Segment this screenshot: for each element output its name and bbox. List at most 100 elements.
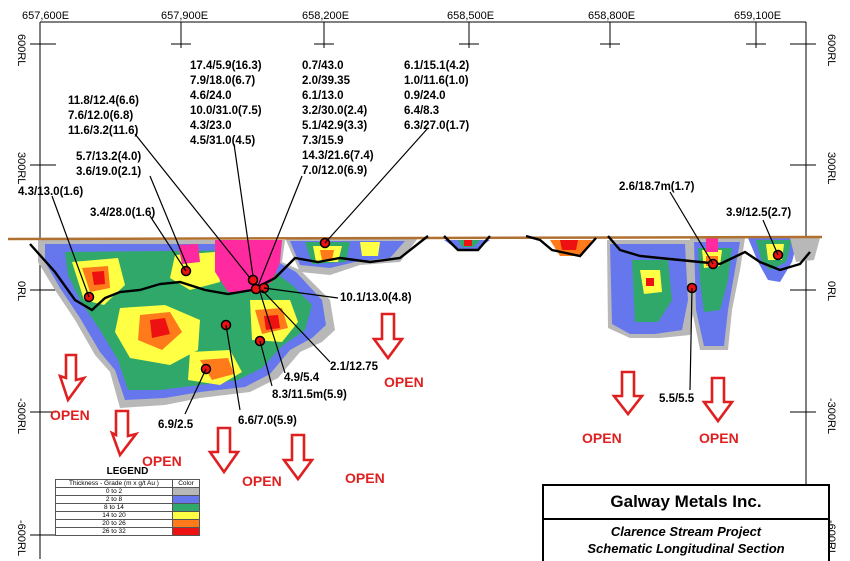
legend-swatch bbox=[172, 495, 200, 504]
grade-label: 7.0/12.0(6.9) bbox=[302, 165, 367, 177]
open-arrow bbox=[611, 370, 645, 417]
intercept-labels: 17.4/5.9(16.3) 7.9/18.0(6.7) 4.6/24.0 10… bbox=[18, 60, 791, 431]
legend-table: Thickness - Grade (m x g/t Au ) Color 0 … bbox=[55, 479, 200, 536]
grade-label: 10.1/13.0(4.8) bbox=[340, 292, 412, 304]
zone-orange-2 bbox=[320, 250, 334, 260]
legend-range: 26 to 32 bbox=[55, 527, 173, 536]
legend-range: 0 to 2 bbox=[55, 487, 173, 496]
open-arrow bbox=[371, 312, 405, 361]
grade-label: 6.3/27.0(1.7) bbox=[404, 120, 469, 132]
grade-label: 3.2/30.0(2.4) bbox=[302, 105, 367, 117]
legend-header-row: Thickness - Grade (m x g/t Au ) Color bbox=[55, 479, 200, 488]
zone-window-a-red bbox=[464, 240, 472, 246]
zone-grey-5 bbox=[790, 238, 820, 262]
topography-surface-line bbox=[7, 235, 823, 241]
rl-label: 300RL bbox=[825, 152, 837, 184]
rl-label: -300RL bbox=[825, 398, 837, 434]
legend-row: 2 to 8 bbox=[55, 495, 200, 504]
legend-title: LEGEND bbox=[106, 466, 149, 477]
grade-label: 4.3/13.0(1.6) bbox=[18, 186, 83, 198]
easting-label: 657,900E bbox=[161, 10, 208, 22]
grade-label: 1.0/11.6(1.0) bbox=[404, 75, 469, 87]
legend-swatch bbox=[172, 487, 200, 496]
grade-label: 4.9/5.4 bbox=[284, 372, 320, 384]
grade-label: 5.5/5.5 bbox=[659, 393, 695, 405]
grade-label: 11.8/12.4(6.6) bbox=[68, 95, 139, 107]
easting-label: 658,800E bbox=[588, 10, 635, 22]
open-arrows bbox=[57, 312, 735, 482]
grade-label: 7.3/15.9 bbox=[302, 135, 344, 147]
grade-label: 6.4/8.3 bbox=[404, 105, 439, 117]
zone-yellow-2b bbox=[360, 242, 380, 256]
grade-label: 5.7/13.2(4.0) bbox=[76, 151, 141, 163]
easting-label: 658,500E bbox=[447, 10, 494, 22]
grade-label: 17.4/5.9(16.3) bbox=[190, 60, 262, 72]
legend-header-color: Color bbox=[172, 479, 200, 488]
open-label: OPEN bbox=[345, 470, 385, 486]
grade-label: 0.9/24.0 bbox=[404, 90, 446, 102]
easting-labels: 657,600E 657,900E 658,200E 658,500E 658,… bbox=[22, 10, 781, 22]
legend-row: 14 to 20 bbox=[55, 511, 200, 520]
grade-label: 3.6/19.0(2.1) bbox=[76, 166, 141, 178]
rl-label: -600RL bbox=[15, 520, 27, 556]
legend-range: 14 to 20 bbox=[55, 511, 173, 520]
section-grid bbox=[30, 21, 816, 559]
legend-row: 8 to 14 bbox=[55, 503, 200, 512]
grade-label: 7.9/18.0(6.7) bbox=[190, 75, 255, 87]
company-name: Galway Metals Inc. bbox=[544, 486, 828, 520]
grade-label: 10.0/31.0(7.5) bbox=[190, 105, 262, 117]
grade-label: 6.1/15.1(4.2) bbox=[404, 60, 469, 72]
zone-red-b bbox=[92, 271, 105, 285]
zone-orange-b bbox=[200, 358, 234, 380]
easting-label: 658,200E bbox=[302, 10, 349, 22]
legend-row: 0 to 2 bbox=[55, 487, 200, 496]
open-arrow bbox=[109, 409, 140, 458]
rl-label: 0RL bbox=[825, 281, 837, 301]
legend-swatch bbox=[172, 527, 200, 536]
zone-pink-4 bbox=[706, 238, 718, 252]
zone-red-3 bbox=[646, 278, 654, 286]
grade-label: 0.7/43.0 bbox=[302, 60, 344, 72]
rl-label: 600RL bbox=[15, 34, 27, 66]
overburden-base-line bbox=[29, 234, 811, 312]
open-arrow bbox=[281, 433, 315, 482]
legend-header-range: Thickness - Grade (m x g/t Au ) bbox=[55, 479, 173, 488]
open-label: OPEN bbox=[699, 430, 739, 446]
open-arrow bbox=[701, 376, 735, 424]
grade-label: 4.3/23.0 bbox=[190, 120, 232, 132]
grade-label: 11.6/3.2(11.6) bbox=[68, 125, 139, 137]
grade-label: 3.9/12.5(2.7) bbox=[726, 207, 791, 219]
easting-label: 657,600E bbox=[22, 10, 69, 22]
open-label: OPEN bbox=[384, 374, 424, 390]
grade-label: 7.6/12.0(6.8) bbox=[68, 110, 133, 122]
legend: LEGEND Thickness - Grade (m x g/t Au ) C… bbox=[55, 466, 200, 536]
grade-label: 5.1/42.9(3.3) bbox=[302, 120, 367, 132]
rl-label: 300RL bbox=[15, 152, 27, 184]
zone-window-b-in bbox=[560, 240, 578, 250]
open-label: OPEN bbox=[142, 453, 182, 469]
grade-label: 4.5/31.0(4.5) bbox=[190, 135, 255, 147]
open-arrow bbox=[207, 426, 241, 475]
legend-range: 2 to 8 bbox=[55, 495, 173, 504]
grade-label: 6.1/13.0 bbox=[302, 90, 344, 102]
legend-range: 8 to 14 bbox=[55, 503, 173, 512]
grade-label: 2.6/18.7m(1.7) bbox=[619, 181, 695, 193]
intercept-dot bbox=[247, 274, 259, 286]
zone-high-grade-core bbox=[215, 240, 282, 292]
leader-lines bbox=[51, 127, 779, 415]
grade-label: 8.3/11.5m(5.9) bbox=[272, 389, 347, 401]
grade-label: 4.6/24.0 bbox=[190, 90, 232, 102]
open-label: OPEN bbox=[50, 407, 90, 423]
grade-contours bbox=[38, 238, 820, 408]
grade-label: 2.1/12.75 bbox=[330, 361, 379, 373]
grade-label: 14.3/21.6(7.4) bbox=[302, 150, 374, 162]
zone-pink-b bbox=[178, 244, 200, 264]
project-name: Clarence Stream Project bbox=[610, 524, 762, 539]
grade-label: 3.4/28.0(1.6) bbox=[90, 207, 155, 219]
legend-row: 20 to 26 bbox=[55, 519, 200, 528]
legend-row: 26 to 32 bbox=[55, 527, 200, 536]
rl-label: 0RL bbox=[15, 281, 27, 301]
legend-range: 20 to 26 bbox=[55, 519, 173, 528]
open-label: OPEN bbox=[242, 473, 282, 489]
legend-swatch bbox=[172, 519, 200, 528]
